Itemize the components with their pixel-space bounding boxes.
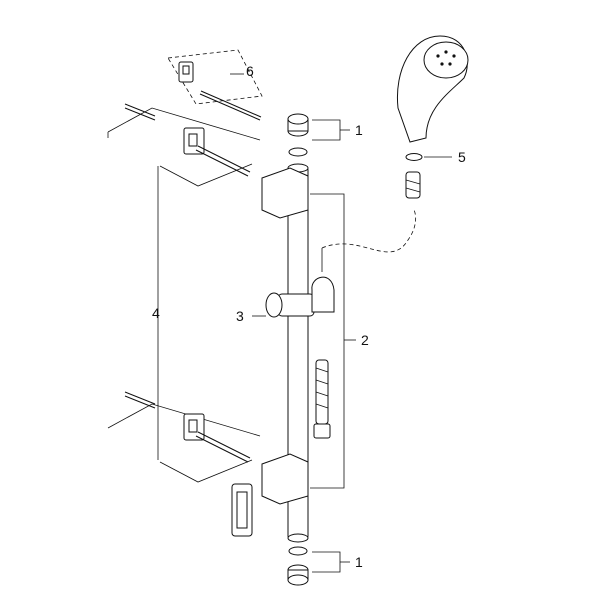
part-6-screw-edge [200, 90, 262, 118]
rail-lower-holder [261, 453, 309, 505]
spray-nozzle [452, 54, 456, 58]
callout-2-bracket [310, 193, 345, 489]
slide-holder-body [277, 293, 315, 317]
spray-nozzle [436, 54, 440, 58]
hose-connector-ring-1 [405, 179, 421, 185]
part-1-top-end-cap [287, 113, 350, 157]
hose-coil-ring-1 [315, 367, 329, 373]
lower-bracket-screw-edge [197, 431, 251, 459]
callout-1-top: 1 [355, 122, 363, 138]
top-o-ring [288, 147, 308, 157]
part-6-bracket-slot [182, 65, 190, 75]
hose-connector [405, 171, 421, 199]
part-2-shower-rail [261, 163, 356, 543]
callout-1-bottom-bracket [312, 551, 341, 573]
hand-shower-face [423, 41, 469, 79]
upper-bracket-screw [195, 149, 249, 177]
callout-3: 3 [236, 308, 244, 324]
callout-4-bracket-spacing-line [107, 132, 159, 460]
bottom-end-cap-rim [287, 574, 309, 586]
upper-wall-plug [124, 103, 156, 117]
upper-wall-bracket-slot [188, 133, 198, 147]
callout-4: 4 [152, 305, 160, 321]
flexible-hose [313, 209, 417, 439]
lower-wall-plug-edge [124, 395, 156, 409]
callout-5: 5 [458, 149, 466, 165]
upper-wall-bracket-assembly [107, 103, 261, 187]
rail-upper-holder [261, 167, 309, 219]
part-5-hand-shower [396, 35, 469, 199]
upper-wall-plane-bottom [159, 163, 253, 187]
hose-nut [313, 423, 331, 439]
upper-wall-plug-edge [124, 107, 156, 121]
lower-wall-plug [124, 391, 156, 405]
spray-nozzle [440, 62, 444, 66]
hose-coil-ring-3 [315, 391, 329, 397]
bottom-o-ring [288, 546, 308, 556]
callout-1-top-bracket [312, 119, 341, 141]
part-3-slide-holder [252, 276, 335, 318]
hose-coil-ring-2 [315, 379, 329, 385]
spray-nozzle [448, 62, 452, 66]
lower-wall-bracket-assembly [107, 391, 261, 537]
upper-bracket-screw-edge [197, 145, 251, 173]
hand-shower-seal [405, 153, 423, 161]
lower-wall-plane-bottom [159, 459, 253, 483]
part-1-bottom-end-cap [287, 546, 350, 586]
part-6-screw [199, 93, 261, 121]
lower-bracket-screw [195, 435, 249, 463]
lower-bracket-cover-slot [236, 491, 248, 529]
hose-connector-ring-2 [405, 187, 421, 193]
callout-2: 2 [361, 332, 369, 348]
spray-nozzle [444, 50, 448, 54]
hose-coil-ring-4 [315, 403, 329, 409]
slide-holder-cradle [311, 276, 335, 313]
rail-bottom-opening [287, 533, 309, 543]
part-6-spare-bracket-set [167, 49, 263, 121]
part-6-mounting-plane [167, 49, 263, 105]
callout-6: 6 [246, 63, 254, 79]
slide-holder-knob [265, 292, 283, 318]
hose-route-dashed [321, 209, 417, 253]
callout-1-bottom: 1 [355, 554, 363, 570]
lower-wall-plane-top [107, 403, 261, 437]
upper-wall-plane-top [107, 107, 261, 141]
lower-wall-bracket-slot [188, 419, 198, 433]
top-end-cap-top [287, 113, 309, 125]
